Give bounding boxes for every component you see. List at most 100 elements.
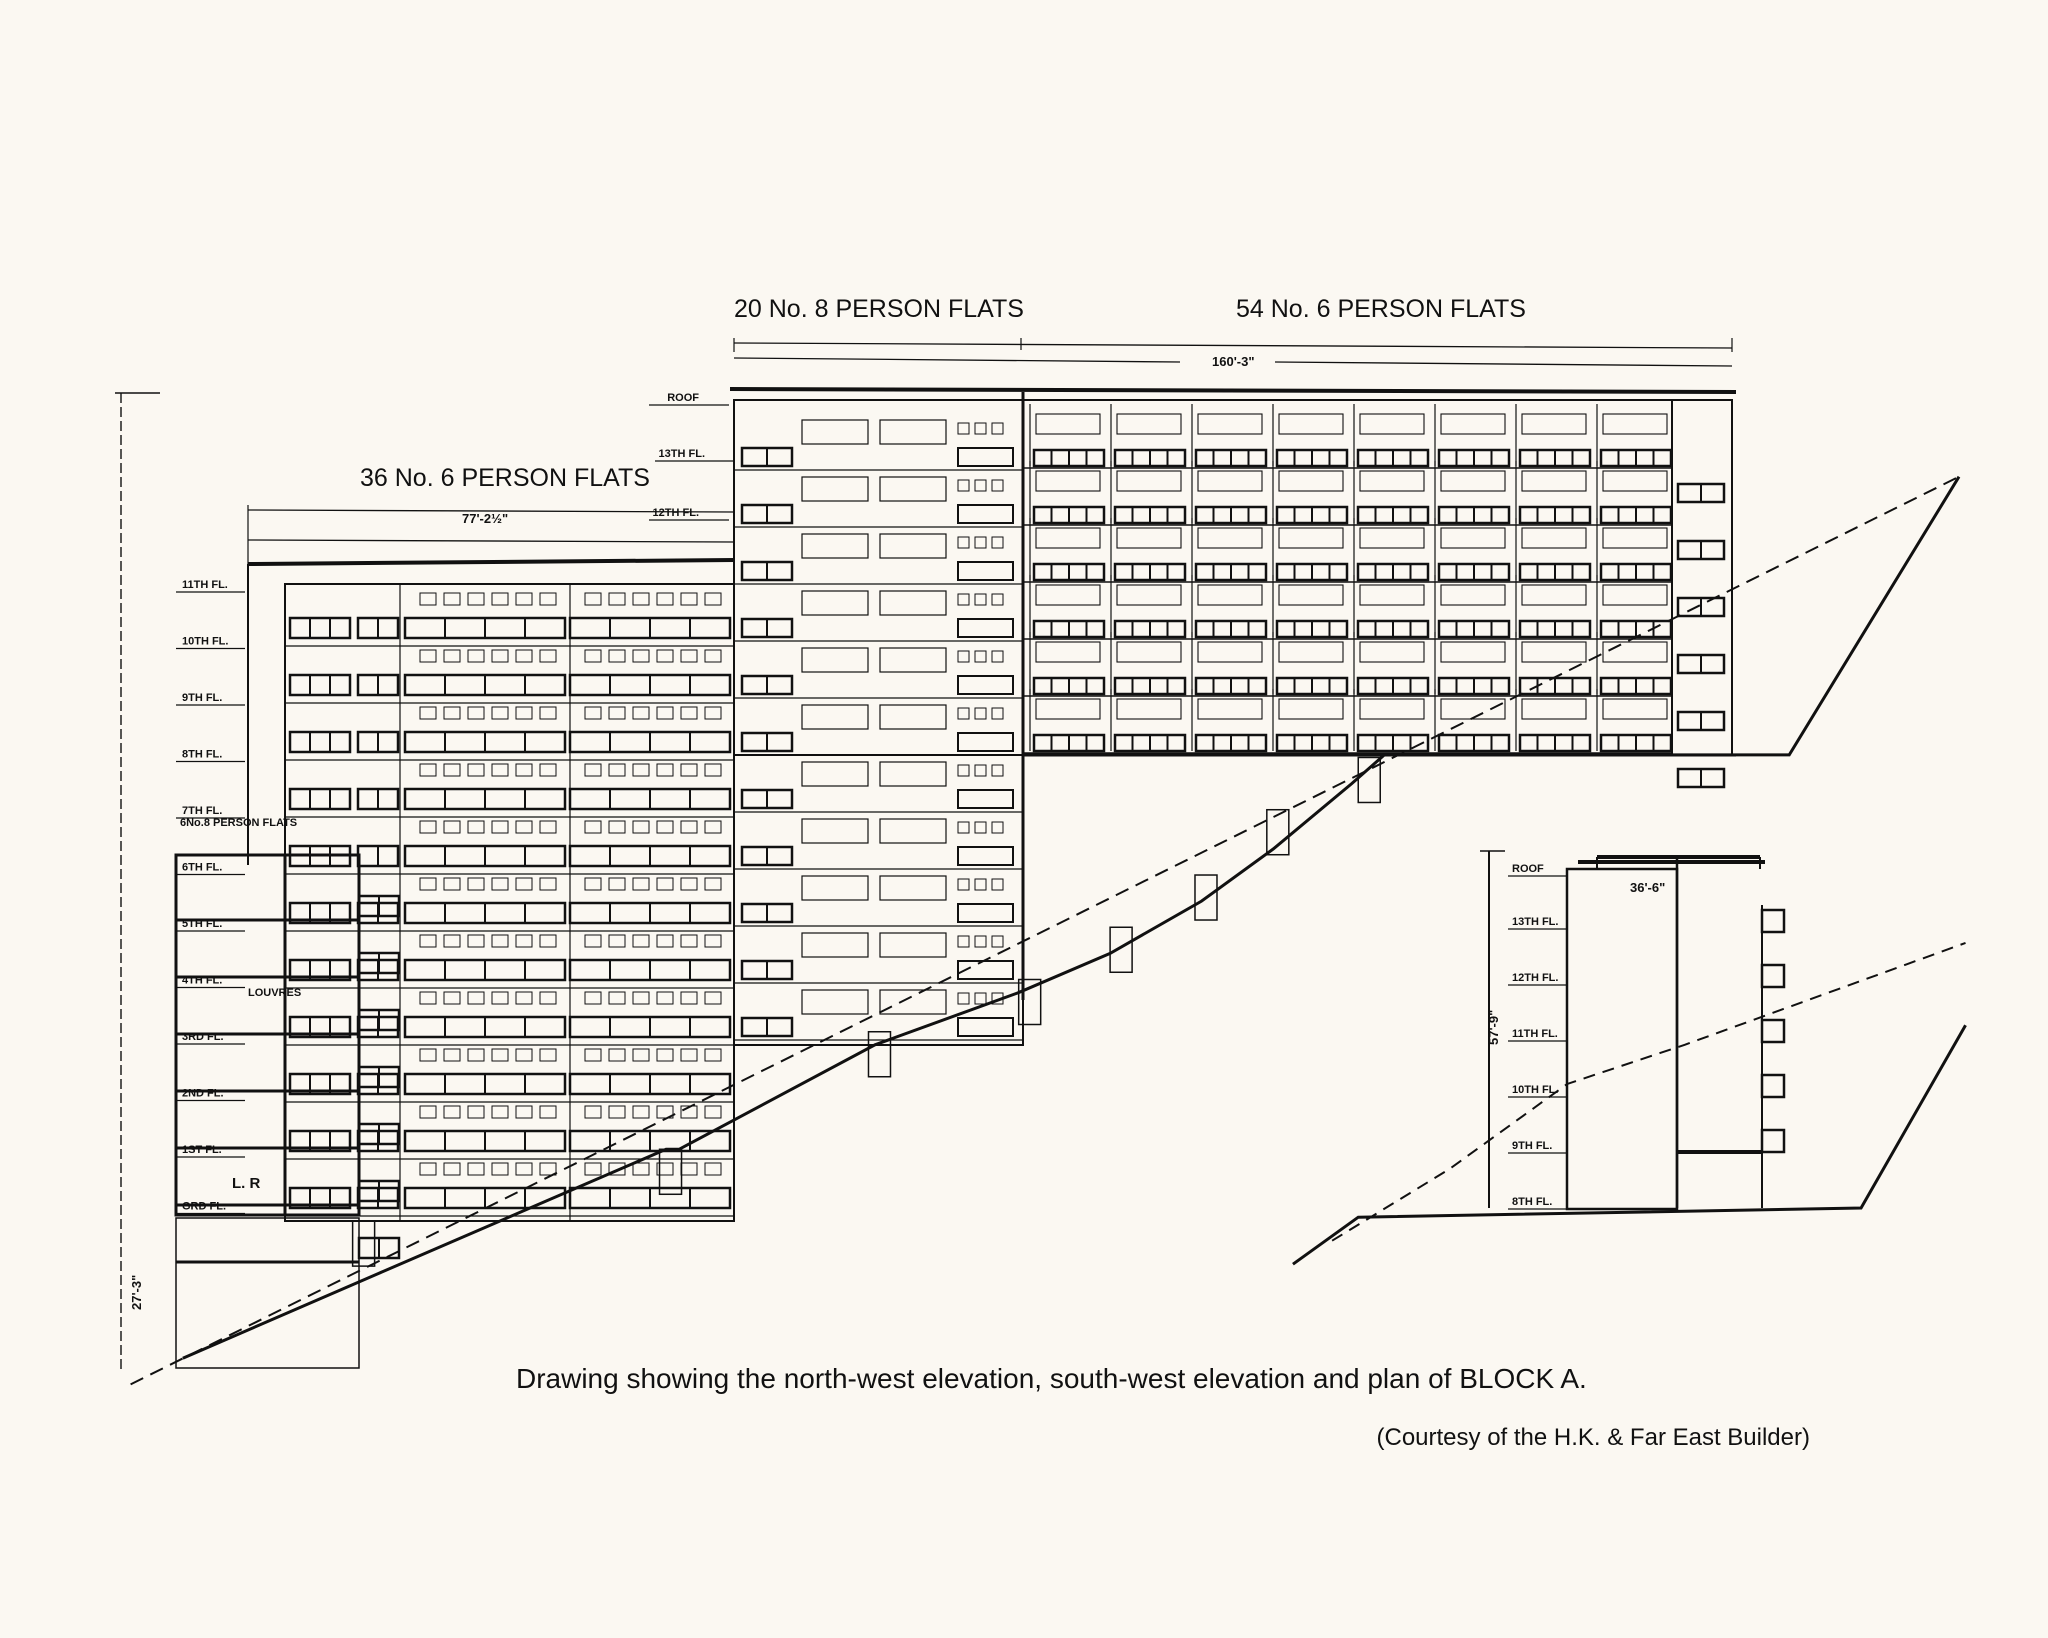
balcony bbox=[957, 504, 1014, 524]
window bbox=[1440, 527, 1506, 549]
window bbox=[515, 820, 533, 834]
window bbox=[584, 877, 602, 891]
window bbox=[419, 649, 437, 663]
window bbox=[1602, 584, 1668, 606]
window bbox=[801, 533, 869, 559]
window bbox=[1359, 413, 1425, 435]
dimension-left-length: 77'-2½" bbox=[462, 511, 508, 526]
window bbox=[1521, 641, 1587, 663]
window bbox=[539, 1105, 557, 1119]
window-band bbox=[288, 730, 352, 754]
window bbox=[656, 991, 674, 1005]
window bbox=[515, 1162, 533, 1176]
small-window bbox=[974, 935, 987, 948]
window bbox=[491, 991, 509, 1005]
small-window bbox=[957, 992, 970, 1005]
window bbox=[1197, 698, 1263, 720]
small-window bbox=[991, 764, 1004, 777]
window bbox=[1035, 470, 1101, 492]
window bbox=[680, 1105, 698, 1119]
window bbox=[704, 706, 722, 720]
window bbox=[584, 1105, 602, 1119]
balcony bbox=[957, 675, 1014, 695]
small-window bbox=[957, 422, 970, 435]
window bbox=[1116, 413, 1182, 435]
window bbox=[1602, 527, 1668, 549]
footing bbox=[1357, 756, 1381, 804]
small-window bbox=[974, 422, 987, 435]
window bbox=[608, 1048, 626, 1062]
window bbox=[539, 1048, 557, 1062]
window bbox=[584, 592, 602, 606]
annotation-louvres: LOUVRES bbox=[248, 987, 301, 999]
section-window bbox=[1760, 908, 1786, 934]
window-band bbox=[288, 616, 352, 640]
window bbox=[632, 820, 650, 834]
window bbox=[584, 820, 602, 834]
window bbox=[656, 592, 674, 606]
small-window bbox=[991, 593, 1004, 606]
small-window bbox=[974, 650, 987, 663]
window bbox=[584, 1162, 602, 1176]
window bbox=[879, 932, 947, 958]
section-level-label: 9TH FL. bbox=[1512, 1140, 1552, 1152]
window bbox=[539, 649, 557, 663]
small-window bbox=[957, 650, 970, 663]
elevation-level-label: 1ST FL. bbox=[182, 1144, 222, 1156]
elevation-level-label: 11TH FL. bbox=[182, 579, 228, 591]
section-level-label: ROOF bbox=[1512, 863, 1544, 875]
window bbox=[879, 476, 947, 502]
dimension-line-upper bbox=[733, 342, 1733, 349]
small-window bbox=[957, 764, 970, 777]
window bbox=[539, 763, 557, 777]
section-level-label: 11TH FL. bbox=[1512, 1028, 1558, 1040]
window bbox=[443, 763, 461, 777]
dimension-section-height: 57'-9" bbox=[1486, 1010, 1501, 1045]
window bbox=[491, 1105, 509, 1119]
small-window bbox=[957, 935, 970, 948]
window bbox=[680, 706, 698, 720]
window bbox=[515, 934, 533, 948]
window bbox=[467, 763, 485, 777]
elevation-level-label: 4TH FL. bbox=[182, 975, 222, 987]
window bbox=[443, 706, 461, 720]
small-window bbox=[974, 821, 987, 834]
window bbox=[1197, 413, 1263, 435]
window bbox=[1035, 698, 1101, 720]
window bbox=[801, 932, 869, 958]
window bbox=[1359, 698, 1425, 720]
window bbox=[879, 761, 947, 787]
window bbox=[1116, 698, 1182, 720]
window bbox=[704, 592, 722, 606]
footing bbox=[1017, 978, 1042, 1026]
small-window bbox=[991, 707, 1004, 720]
window bbox=[1440, 413, 1506, 435]
elevation-level-label: 5TH FL. bbox=[182, 918, 222, 930]
window bbox=[1521, 527, 1587, 549]
window bbox=[1197, 470, 1263, 492]
window bbox=[879, 647, 947, 673]
section-level-label: 13TH FL. bbox=[1512, 916, 1558, 928]
window bbox=[1602, 641, 1668, 663]
elevation-level-label: 6TH FL. bbox=[182, 862, 222, 874]
section-window bbox=[1760, 1018, 1786, 1044]
window bbox=[491, 934, 509, 948]
window bbox=[467, 934, 485, 948]
window bbox=[491, 763, 509, 777]
window bbox=[879, 590, 947, 616]
elevation-level-label: 3RD FL. bbox=[182, 1031, 224, 1043]
balcony bbox=[957, 618, 1014, 638]
window bbox=[1521, 413, 1587, 435]
window bbox=[1602, 698, 1668, 720]
window bbox=[632, 877, 650, 891]
window bbox=[443, 1105, 461, 1119]
window bbox=[443, 592, 461, 606]
window bbox=[1116, 584, 1182, 606]
window bbox=[1116, 641, 1182, 663]
window bbox=[491, 592, 509, 606]
small-window bbox=[957, 707, 970, 720]
window bbox=[632, 934, 650, 948]
footing bbox=[351, 1220, 376, 1267]
